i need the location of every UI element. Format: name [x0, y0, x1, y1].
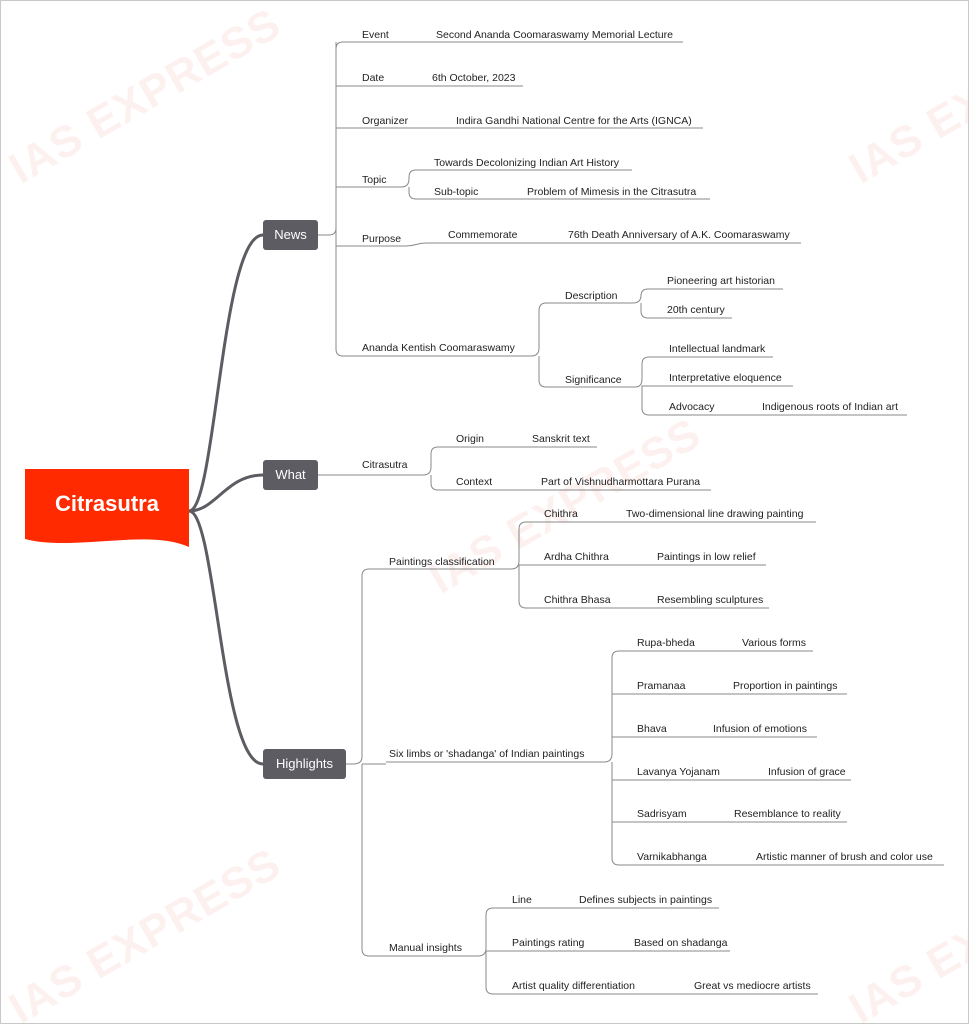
limb-value: Resemblance to reality	[734, 808, 841, 820]
classification-label: Paintings classification	[389, 556, 495, 568]
citrasutra-label: Citrasutra	[362, 459, 408, 471]
limb-value: Artistic manner of brush and color use	[756, 851, 933, 863]
description-label: Description	[565, 290, 618, 302]
significance-item: Interpretative eloquence	[669, 372, 782, 384]
central-shape	[25, 469, 189, 547]
limb-value: Infusion of grace	[768, 766, 846, 778]
purpose-value: 76th Death Anniversary of A.K. Coomarasw…	[568, 229, 790, 241]
classification-item-label: Chithra Bhasa	[544, 594, 611, 606]
description-item: Pioneering art historian	[667, 275, 775, 287]
limb-value: Proportion in paintings	[733, 680, 838, 692]
manual-item-value: Defines subjects in paintings	[579, 894, 713, 906]
manual-item-value: Based on shadanga	[634, 937, 728, 949]
description-item: 20th century	[667, 304, 725, 316]
advocacy-label: Advocacy	[669, 401, 715, 413]
limb-label: Lavanya Yojanam	[637, 766, 720, 778]
context-label: Context	[456, 476, 493, 488]
classification-item-value: Two-dimensional line drawing painting	[626, 508, 804, 520]
branch-news[interactable]: News	[263, 220, 318, 250]
central-topic-label: Citrasutra	[55, 491, 159, 516]
manual-item-value: Great vs mediocre artists	[694, 980, 811, 992]
limb-label: Varnikabhanga	[637, 851, 707, 863]
central-topic[interactable]: Citrasutra	[25, 469, 189, 549]
akc-label: Ananda Kentish Coomaraswamy	[362, 342, 515, 354]
topic-value: Towards Decolonizing Indian Art History	[434, 157, 620, 169]
significance-item: Intellectual landmark	[669, 343, 766, 355]
context-value: Part of Vishnudharmottara Purana	[541, 476, 701, 488]
manual-item-label: Line	[512, 894, 532, 906]
limb-label: Rupa-bheda	[637, 637, 695, 649]
advocacy-value: Indigenous roots of Indian art	[762, 401, 899, 413]
limb-label: Bhava	[637, 723, 667, 735]
limb-label: Sadrisyam	[637, 808, 687, 820]
classification-item-label: Chithra	[544, 508, 578, 520]
manual-item-label: Paintings rating	[512, 937, 585, 949]
limb-value: Various forms	[742, 637, 806, 649]
branch-what[interactable]: What	[263, 460, 318, 490]
classification-item-value: Resembling sculptures	[657, 594, 764, 606]
significance-label: Significance	[565, 374, 622, 386]
classification-item-value: Paintings in low relief	[657, 551, 756, 563]
date-value: 6th October, 2023	[432, 72, 516, 84]
manual-label: Manual insights	[389, 942, 462, 954]
origin-label: Origin	[456, 433, 485, 445]
organizer-value: Indira Gandhi National Centre for the Ar…	[456, 115, 692, 127]
limb-label: Pramanaa	[637, 680, 686, 692]
limbs-label: Six limbs or 'shadanga' of Indian painti…	[389, 748, 585, 760]
branch-highlights[interactable]: Highlights	[263, 749, 346, 779]
organizer-label: Organizer	[362, 115, 409, 127]
purpose-child: Commemorate	[448, 229, 518, 241]
event-value: Second Ananda Coomaraswamy Memorial Lect…	[436, 29, 673, 41]
limb-value: Infusion of emotions	[713, 723, 807, 735]
manual-item-label: Artist quality differentiation	[512, 980, 635, 992]
origin-value: Sanskrit text	[532, 433, 590, 445]
date-label: Date	[362, 72, 385, 84]
purpose-label: Purpose	[362, 233, 402, 245]
topic-label: Topic	[362, 174, 387, 186]
subtopic-value: Problem of Mimesis in the Citrasutra	[527, 186, 697, 198]
event-label: Event	[362, 29, 389, 41]
classification-item-label: Ardha Chithra	[544, 551, 609, 563]
subtopic-label: Sub-topic	[434, 186, 479, 198]
